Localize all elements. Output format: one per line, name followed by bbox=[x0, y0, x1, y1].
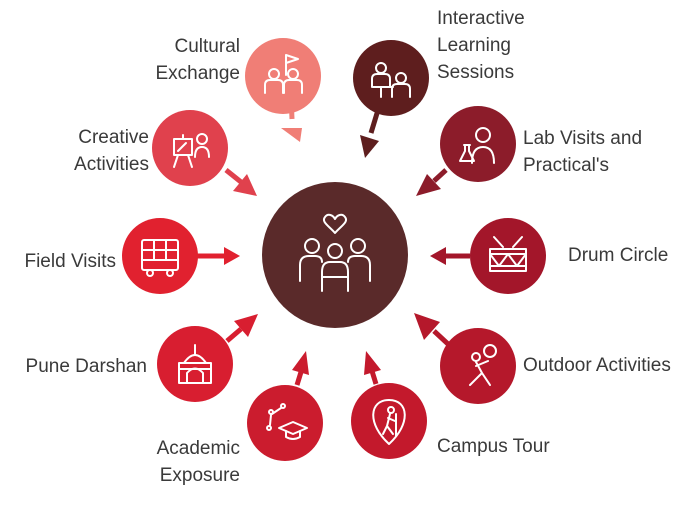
node-creative-activities bbox=[152, 110, 257, 196]
label-line: Cultural bbox=[174, 36, 240, 57]
scientist-flask-icon bbox=[459, 127, 495, 164]
arrowhead-cultural-exchange bbox=[281, 128, 302, 142]
label-line: Learning bbox=[437, 35, 511, 56]
hiker-location-icon bbox=[372, 399, 406, 445]
label-drum-circle: Drum Circle bbox=[568, 242, 668, 269]
arrowhead-drum-circle bbox=[430, 247, 446, 265]
volleyball-player-icon bbox=[469, 344, 497, 386]
arrow-outdoor-activities bbox=[432, 329, 450, 346]
teacher-student-icon bbox=[371, 62, 411, 98]
arrowhead-lab-visits bbox=[416, 174, 441, 196]
label-line: Academic bbox=[156, 438, 240, 459]
label-line: Interactive bbox=[437, 8, 525, 29]
label-line: Pune Darshan bbox=[25, 356, 147, 377]
label-line: Exchange bbox=[155, 63, 240, 84]
arrow-pune-darshan bbox=[225, 327, 243, 343]
node-interactive-learning bbox=[353, 40, 429, 158]
label-line: Lab Visits and bbox=[523, 128, 643, 149]
node-circle-cultural-exchange bbox=[245, 38, 321, 114]
node-circle-academic-exposure bbox=[247, 385, 323, 461]
label-line: Activities bbox=[74, 154, 149, 175]
drum-icon bbox=[489, 236, 527, 272]
arrow-interactive-learning bbox=[368, 109, 381, 134]
label-line: Exposure bbox=[159, 465, 240, 486]
arrowhead-campus-tour bbox=[364, 351, 381, 375]
node-lab-visits bbox=[416, 106, 516, 196]
label-line: Practical's bbox=[523, 155, 609, 176]
arrow-creative-activities bbox=[224, 168, 243, 184]
label-line: Creative bbox=[78, 127, 149, 148]
arrowhead-creative-activities bbox=[233, 174, 257, 196]
graduation-cap-icon bbox=[266, 403, 308, 440]
label-outdoor-activities: Outdoor Activities bbox=[523, 352, 671, 379]
node-outdoor-activities bbox=[414, 313, 516, 404]
family-heart-icon bbox=[299, 213, 371, 292]
bus-icon bbox=[141, 239, 179, 277]
node-circle-interactive-learning bbox=[353, 40, 429, 116]
label-line: Field Visits bbox=[24, 251, 116, 272]
arrow-academic-exposure bbox=[294, 371, 304, 386]
label-pune-darshan: Pune Darshan bbox=[26, 353, 147, 380]
label-line: Outdoor Activities bbox=[523, 355, 671, 376]
node-circle-creative-activities bbox=[152, 110, 228, 186]
node-circle-lab-visits bbox=[440, 106, 516, 182]
node-circle-field-visits bbox=[122, 218, 198, 294]
node-pune-darshan bbox=[157, 314, 258, 402]
arrowhead-pune-darshan bbox=[234, 314, 258, 337]
node-academic-exposure bbox=[247, 351, 323, 461]
arrowhead-academic-exposure bbox=[292, 351, 309, 375]
label-creative-activities: Creative Activities bbox=[74, 124, 149, 178]
label-campus-tour: Campus Tour bbox=[437, 433, 550, 460]
label-academic-exposure: Academic Exposure bbox=[157, 435, 240, 489]
node-cultural-exchange bbox=[245, 38, 321, 142]
node-field-visits bbox=[122, 218, 240, 294]
label-lab-visits: Lab Visits and Practical's bbox=[523, 125, 642, 179]
people-flag-icon bbox=[264, 54, 303, 94]
label-field-visits: Field Visits bbox=[24, 248, 116, 275]
node-circle-drum-circle bbox=[470, 218, 546, 294]
monument-icon bbox=[178, 344, 212, 384]
arrowhead-field-visits bbox=[224, 247, 240, 265]
node-campus-tour bbox=[351, 351, 427, 459]
label-line: Campus Tour bbox=[437, 436, 550, 457]
center-node bbox=[262, 182, 408, 328]
label-cultural-exchange: Cultural Exchange bbox=[155, 33, 240, 87]
arrow-campus-tour bbox=[369, 370, 379, 385]
easel-painter-icon bbox=[173, 133, 210, 168]
arrowhead-outdoor-activities bbox=[414, 313, 440, 340]
center-circle bbox=[262, 182, 408, 328]
label-interactive-learning: Interactive Learning Sessions bbox=[437, 5, 525, 86]
node-drum-circle bbox=[430, 218, 546, 294]
arrowhead-interactive-learning bbox=[360, 135, 379, 158]
label-line: Drum Circle bbox=[568, 245, 669, 266]
label-line: Sessions bbox=[437, 62, 515, 83]
arrow-lab-visits bbox=[432, 168, 448, 183]
